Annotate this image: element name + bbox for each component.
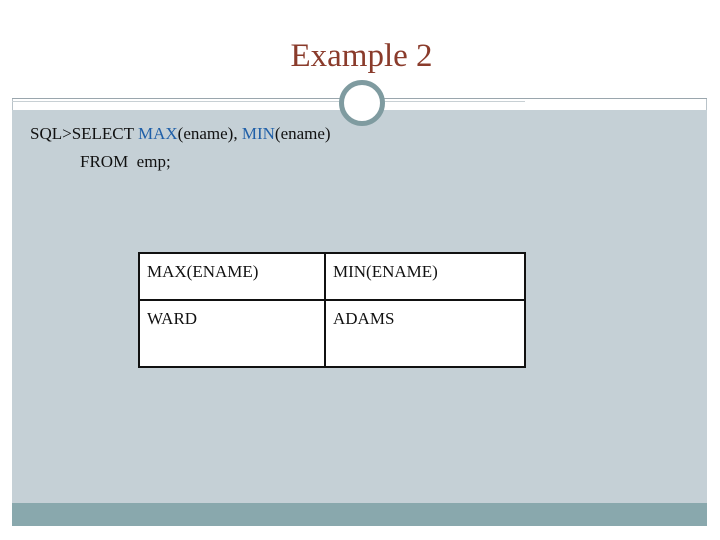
title-divider-secondary — [12, 101, 525, 102]
circle-ornament-icon — [339, 80, 385, 126]
sql-function-max: MAX — [137, 124, 178, 143]
slide-title: Example 2 — [290, 38, 433, 74]
cell-max-value: WARD — [138, 299, 326, 368]
header-cell-max: MAX(ENAME) — [138, 252, 326, 301]
table-header-row: MAX(ENAME) MIN(ENAME) — [138, 252, 526, 301]
bottom-bar — [12, 503, 707, 526]
table-row: WARD ADAMS — [138, 299, 526, 368]
sql-query-line-2: FROM emp; — [80, 152, 171, 171]
sql-query-line-1: SQL>SELECT MAX(ename), MIN(ename) — [30, 124, 331, 144]
sql-arg-1: (ename), — [177, 124, 242, 143]
cell-min-value: ADAMS — [324, 299, 526, 368]
header-cell-min: MIN(ENAME) — [324, 252, 526, 301]
result-table: MAX(ENAME) MIN(ENAME) WARD ADAMS — [138, 252, 526, 368]
sql-function-min: MIN — [241, 124, 275, 143]
sql-prefix: SQL>SELECT — [30, 124, 138, 143]
sql-arg-2: (ename) — [274, 124, 331, 143]
